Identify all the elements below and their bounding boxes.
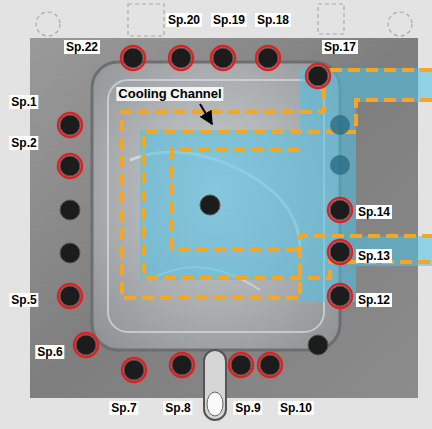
point-label: Sp.12	[356, 293, 392, 307]
point-label: Sp.13	[356, 249, 392, 263]
point-label: Sp.19	[211, 13, 247, 27]
point-label: Sp.7	[109, 401, 138, 415]
point-label: Sp.2	[9, 136, 38, 150]
point-label: Sp.5	[9, 293, 38, 307]
point-label: Sp.22	[64, 40, 100, 54]
point-label: Sp.10	[278, 401, 314, 415]
point-label: Sp.18	[255, 13, 291, 27]
point-label: Sp.9	[233, 401, 262, 415]
point-label: Sp.20	[166, 13, 202, 27]
point-label: Sp.1	[9, 95, 38, 109]
point-label: Sp.6	[35, 345, 64, 359]
callout-label: Cooling Channel	[116, 87, 223, 101]
point-label: Sp.17	[322, 40, 358, 54]
point-label: Sp.14	[356, 205, 392, 219]
point-label: Sp.8	[163, 401, 192, 415]
